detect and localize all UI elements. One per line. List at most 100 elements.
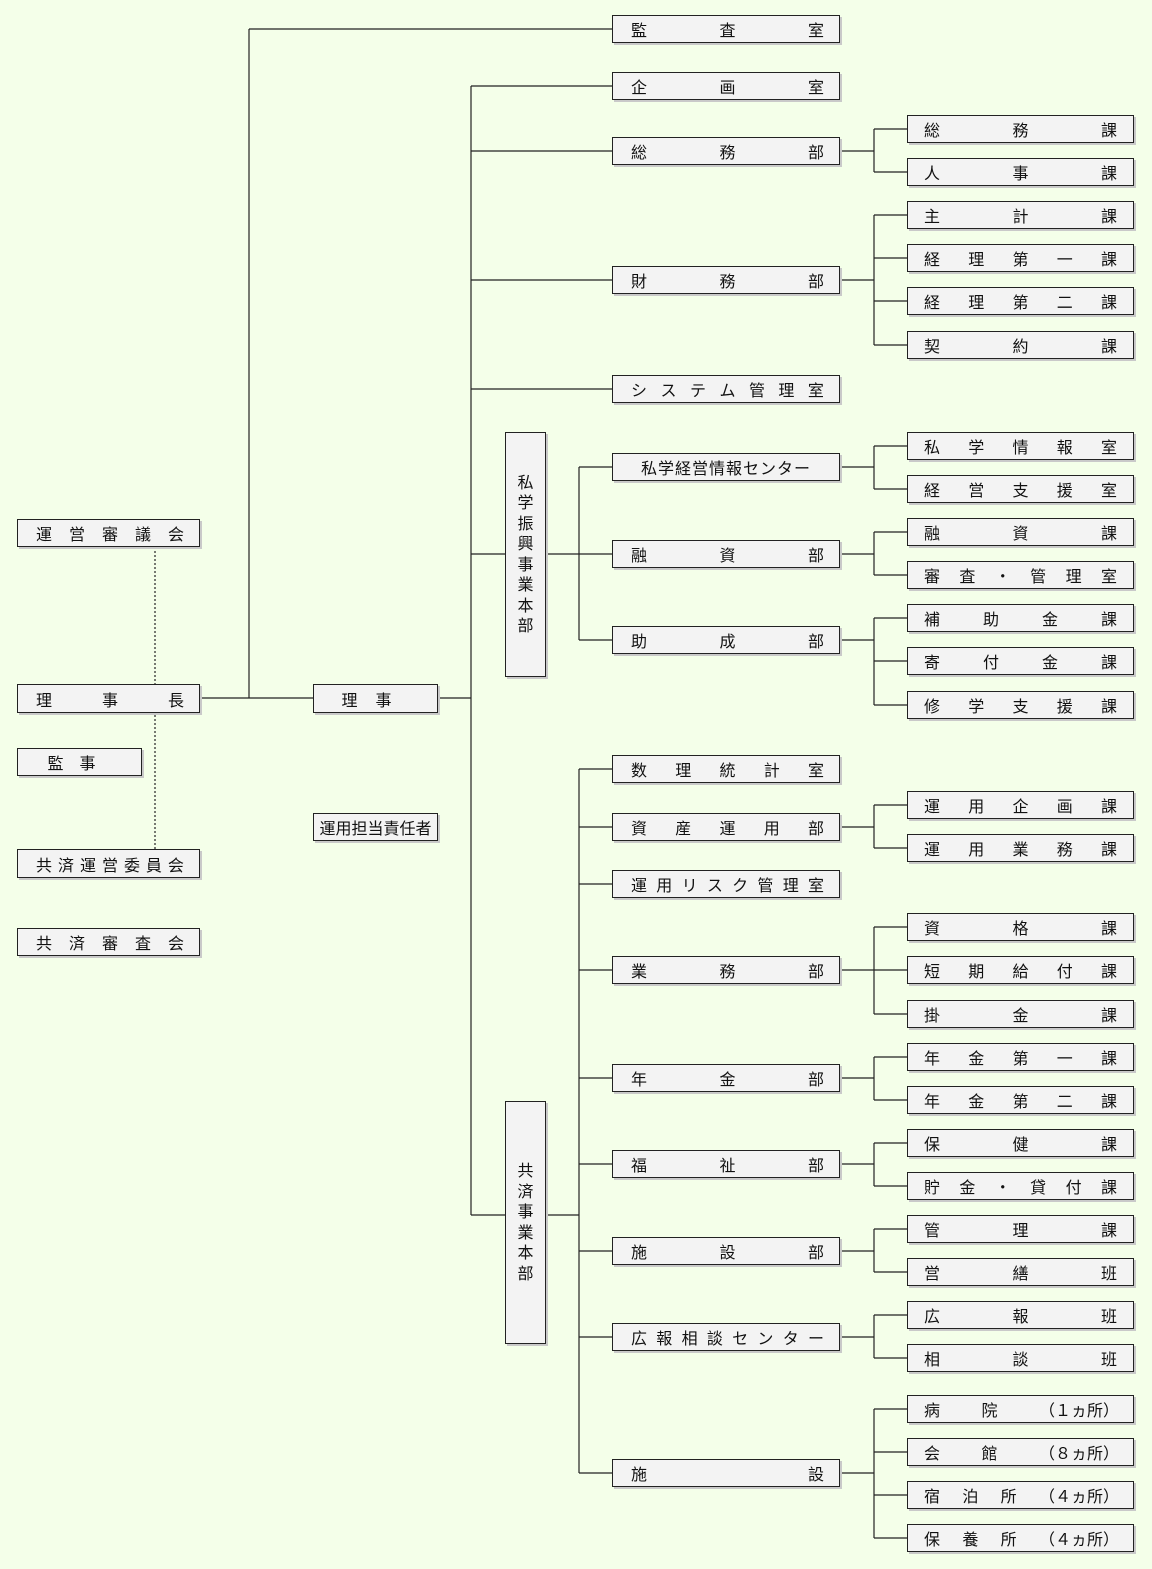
- unit-system-char: シ: [631, 381, 648, 400]
- kyosai-unit-box-char: 福: [631, 1156, 648, 1175]
- section-box-char: 用: [968, 840, 985, 859]
- council-box-char: 運: [36, 525, 53, 544]
- unit-kikaku: 企画室: [612, 72, 840, 100]
- section-box-char: 総: [924, 121, 941, 140]
- unit-system-char: ム: [719, 381, 736, 400]
- kyosai-unit-box-char: ス: [706, 876, 723, 895]
- section-box-char: 一: [1056, 250, 1073, 269]
- section-box-char: 給: [1012, 962, 1029, 981]
- council-box-char: 営: [68, 525, 85, 544]
- section-box-char: 私: [924, 438, 941, 457]
- kyosai-unit-box: 福祉部: [612, 1150, 840, 1178]
- section-box-char: 貸: [1030, 1178, 1047, 1197]
- section-box-char: 保: [924, 1530, 941, 1549]
- section-box-char: ・: [994, 1178, 1011, 1197]
- section-box-char: 貯: [924, 1178, 941, 1197]
- section-box-char: 理: [968, 250, 985, 269]
- shigaku-unit-box-label: 私学経営情報センター: [640, 459, 811, 478]
- kyosai-unit-box-char: タ: [782, 1329, 799, 1348]
- unit-zaimu-char: 部: [807, 272, 824, 291]
- kyosai-unit-box-char: 務: [719, 962, 736, 981]
- section-box-char: 掛: [924, 1006, 941, 1025]
- section-box-char: 第: [1012, 1092, 1029, 1111]
- kyosai-unit-box-char: 部: [807, 819, 824, 838]
- audit-office-box-char: 監: [631, 21, 648, 40]
- kyosai-unit-box-char: 管: [757, 876, 774, 895]
- section-box: 経営支援室: [907, 475, 1134, 503]
- section-box: 営繕班: [907, 1258, 1134, 1286]
- section-box: 資格課: [907, 913, 1134, 941]
- kyosai-unit-box-char: 談: [706, 1329, 723, 1348]
- section-box-char: 金: [959, 1178, 976, 1197]
- mutual-committee-box-char: 委: [123, 855, 140, 875]
- mutual-review-box-char: 査: [134, 934, 151, 953]
- unit-zaimu: 財務部: [612, 266, 840, 294]
- unit-system-char: テ: [689, 381, 706, 400]
- section-box-char: 繕: [1012, 1264, 1029, 1283]
- director-box-label: 理事: [341, 690, 410, 710]
- section-box-char: 館: [981, 1444, 998, 1463]
- kyosai-unit-box-char: 部: [807, 1156, 824, 1175]
- section-box-char: 保: [924, 1135, 941, 1154]
- mutual-committee-box-char: 会: [167, 855, 184, 875]
- kyosai-unit-box-char: 数: [631, 761, 648, 780]
- section-box: 運用企画課: [907, 791, 1134, 819]
- kyosai-unit-box: 施設: [612, 1459, 840, 1487]
- shigaku-unit-box-char: 資: [719, 546, 736, 565]
- kyosai-unit-box-char: ン: [757, 1329, 774, 1348]
- section-box-char: 課: [1100, 610, 1117, 629]
- section-box: 補助金課: [907, 604, 1134, 632]
- director-box: 理事: [313, 684, 438, 713]
- section-box-char: 談: [1012, 1350, 1029, 1369]
- unit-zaimu-char: 財: [631, 272, 648, 291]
- mutual-committee-box-char: 運: [79, 855, 96, 875]
- section-box-char: 事: [1012, 164, 1029, 183]
- kyosai-unit-box-char: 施: [631, 1243, 648, 1262]
- section-box-char: 年: [924, 1092, 941, 1111]
- section-box: 保健課: [907, 1129, 1134, 1157]
- chairman-box-char: 事: [101, 690, 118, 710]
- section-box-char: 学: [968, 697, 985, 716]
- section-box-char: （４ヵ所）: [1038, 1487, 1119, 1506]
- shigaku-hq-box-char: 学: [517, 493, 534, 512]
- kyosai-unit-box-char: 計: [763, 761, 780, 780]
- section-box: 保養所（４ヵ所）: [907, 1524, 1134, 1552]
- section-box-char: 課: [1100, 1006, 1117, 1025]
- section-box-char: 課: [1100, 697, 1117, 716]
- unit-system-char: 室: [807, 381, 824, 400]
- section-box-char: 寄: [924, 653, 941, 672]
- section-box-char: 課: [1100, 1178, 1117, 1197]
- unit-system-char: 理: [778, 381, 795, 400]
- section-box-char: 報: [1012, 1307, 1029, 1326]
- section-box-char: 所: [1000, 1530, 1017, 1549]
- mutual-committee-box-char: 共: [36, 855, 53, 875]
- section-box-char: 第: [1012, 293, 1029, 312]
- mutual-committee-box-char: 員: [145, 855, 162, 875]
- kyosai-unit-box-char: 施: [631, 1465, 648, 1484]
- kyosai-unit-box-char: 業: [631, 962, 648, 981]
- mutual-committee-box-char: 済: [57, 855, 74, 875]
- shigaku-hq-box-char: 本: [517, 595, 534, 615]
- kyosai-unit-box-char: 産: [675, 819, 692, 838]
- section-box-char: 情: [1012, 438, 1029, 457]
- section-box-char: 短: [924, 962, 941, 981]
- kyosai-unit-box-char: 運: [631, 876, 648, 895]
- section-box-char: 付: [1056, 962, 1073, 981]
- section-box-char: 班: [1100, 1264, 1117, 1283]
- section-box-char: 課: [1100, 293, 1117, 312]
- section-box-char: ・: [994, 567, 1011, 586]
- section-box-char: 第: [1012, 1049, 1029, 1068]
- shigaku-hq-box: 私学振興事業本部: [505, 432, 546, 677]
- unit-system-char: ス: [660, 381, 677, 400]
- section-box: 病院（１ヵ所）: [907, 1395, 1134, 1423]
- section-box-char: 二: [1056, 1092, 1073, 1111]
- chairman-box-char: 理: [36, 690, 53, 710]
- section-box-char: 期: [968, 962, 985, 981]
- unit-somu: 総務部: [612, 137, 840, 165]
- section-box-char: 課: [1100, 164, 1117, 183]
- unit-somu-char: 務: [719, 143, 736, 162]
- kyosai-unit-box-char: 部: [807, 1243, 824, 1262]
- investment-officer-box-label: 運用担当責任者: [319, 819, 432, 838]
- section-box-char: 室: [1100, 438, 1117, 457]
